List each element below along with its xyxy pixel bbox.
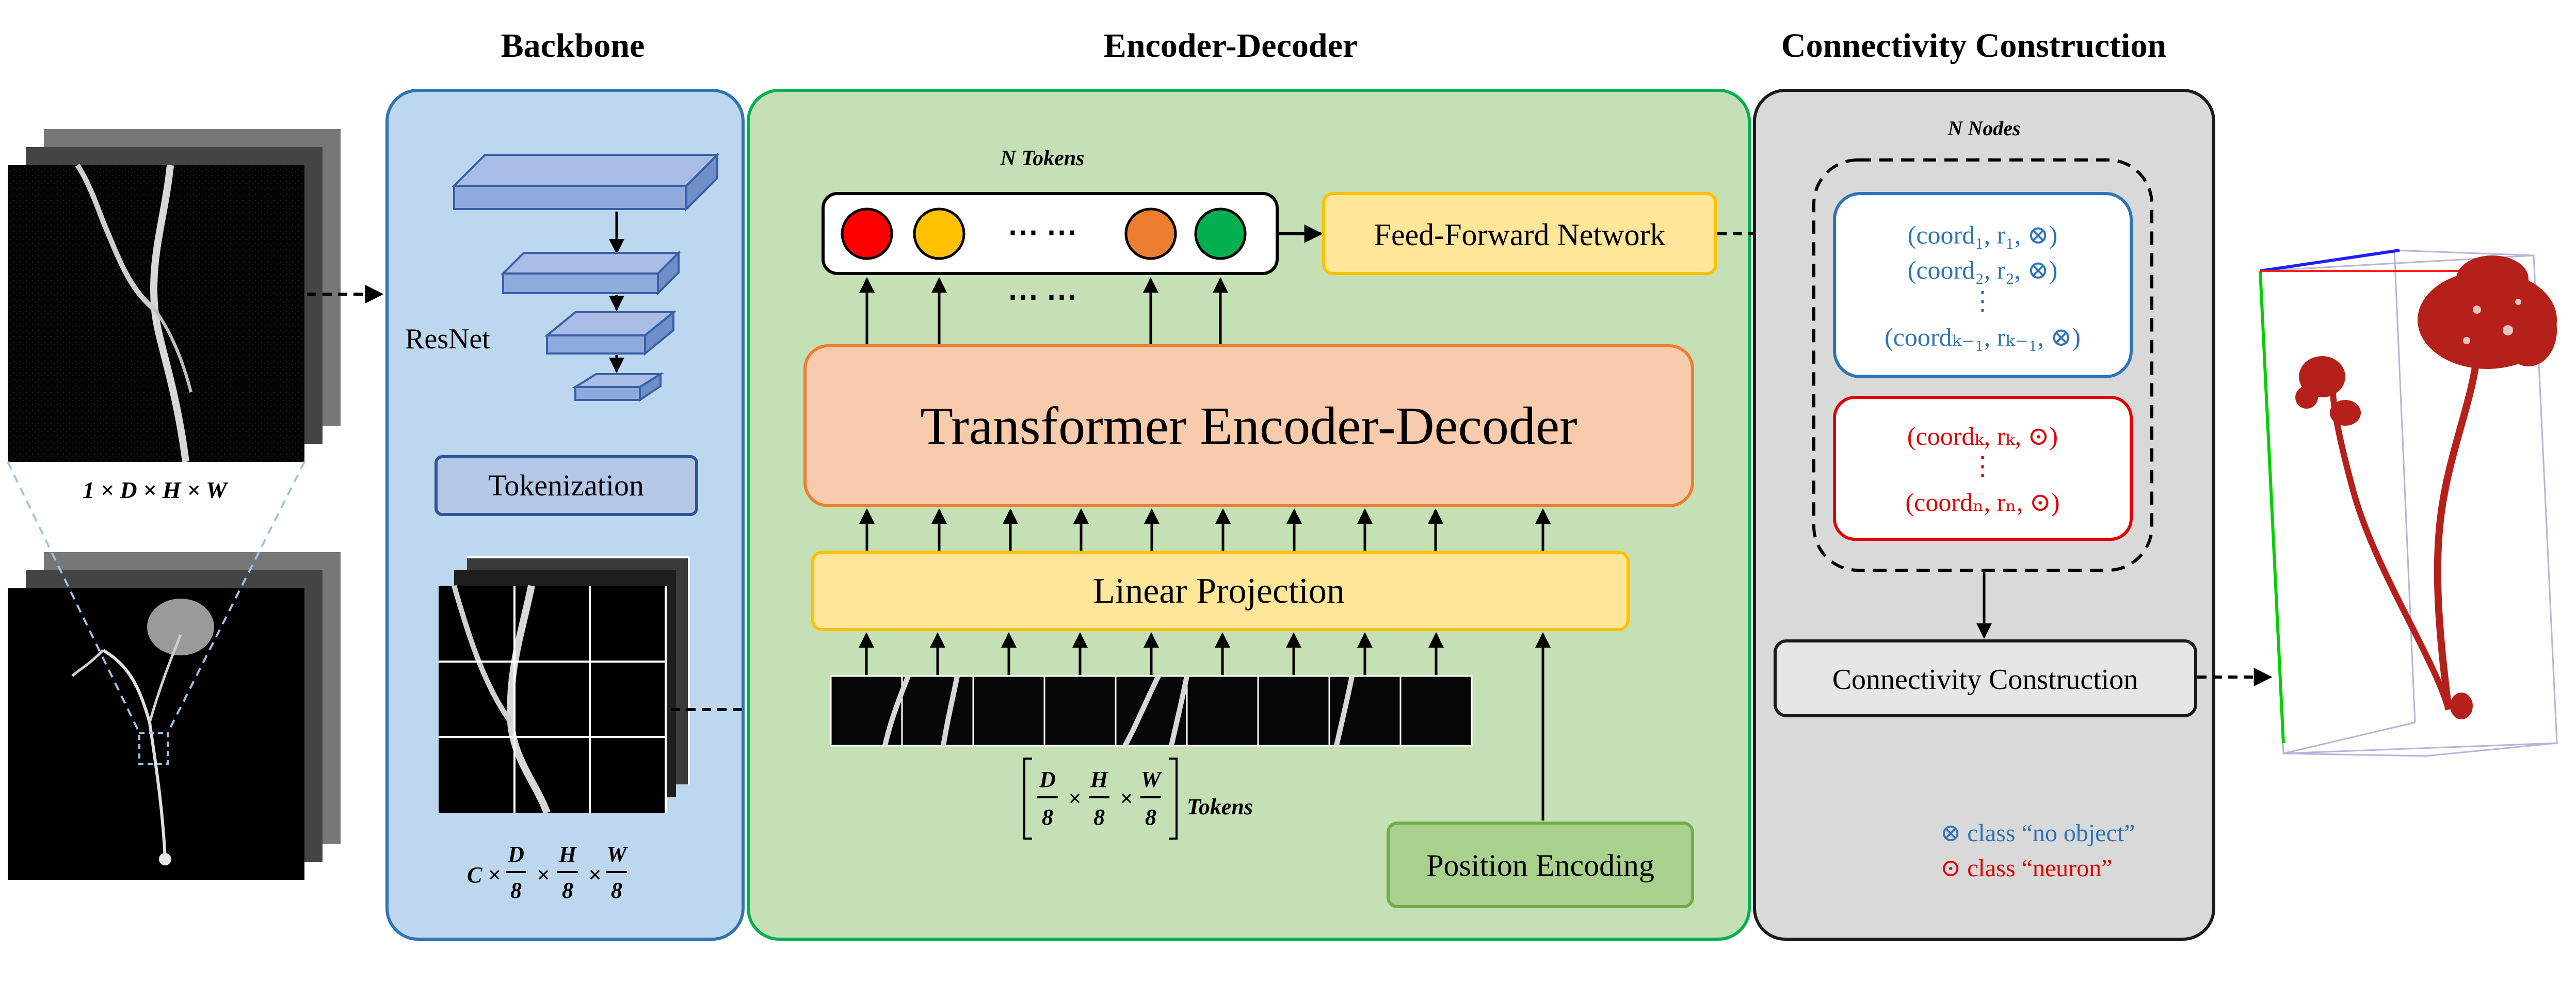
ffn-box (1322, 192, 1717, 275)
feat-h-num: H (558, 842, 577, 867)
token-circle-3 (1124, 207, 1177, 260)
tok-d-num: D (1039, 767, 1056, 792)
n-tokens-label: N Tokens (1000, 147, 1085, 170)
feat-d-den: 8 (510, 878, 522, 903)
nodes-group-box (1812, 158, 2153, 572)
token-tile-2 (901, 675, 974, 747)
transformer-output-dots: ⋯ ⋯ (1008, 280, 1077, 314)
legend-no-object: ⊗ class “no object” (1940, 819, 2135, 847)
tok-d-den: 8 (1042, 805, 1053, 830)
tok-w-den: 8 (1145, 805, 1156, 830)
tok-times-2: × (1120, 786, 1133, 811)
position-encoding-box (1387, 822, 1694, 908)
feat-c: C × (467, 862, 501, 888)
token-circle-4 (1194, 207, 1247, 260)
node-coord-2: (coord₂, r₂, ⊗) (1908, 255, 2058, 284)
input-volume-bottom (8, 552, 341, 880)
token-circle-1 (841, 207, 893, 260)
node-coord-n: (coordₙ, rₙ, ⊙) (1906, 488, 2060, 517)
ffn-label: Feed-Forward Network (1374, 218, 1666, 252)
feat-d-num: D (507, 842, 524, 867)
zoom-line-left (7, 461, 140, 733)
token-tile-1 (830, 675, 903, 747)
transformer-box (803, 344, 1694, 507)
node-coord-1: (coord₁, r₁, ⊗) (1908, 220, 2058, 249)
resnet-block-3 (544, 310, 677, 356)
resnet-label: ResNet (405, 323, 490, 355)
feature-dimension-label: C × D 8 × H 8 × W 8 (467, 842, 628, 903)
feat-w-num: W (606, 842, 628, 867)
tokens-to-linear-arrows (859, 632, 1444, 675)
transformer-label: Transformer Encoder-Decoder (920, 396, 1577, 456)
token-tile-stroke-1 (882, 675, 911, 747)
connectivity-box-label: Connectivity Construction (1832, 664, 2138, 696)
token-tile-stroke-6 (1169, 676, 1189, 747)
linear-projection-label: Linear Projection (1093, 571, 1345, 611)
title-backbone: Backbone (501, 27, 645, 65)
token-tile-7 (1257, 675, 1330, 747)
tokenization-label: Tokenization (488, 469, 644, 502)
linear-projection-box (811, 551, 1630, 631)
token-tile-3 (972, 675, 1045, 747)
resnet-block-4 (572, 372, 664, 402)
resnet-block-1 (452, 152, 720, 212)
token-strip (830, 674, 1473, 747)
token-tile-4 (1043, 675, 1117, 747)
token-tile-9 (1399, 675, 1473, 747)
title-connectivity: Connectivity Construction (1781, 27, 2166, 65)
feat-w-den: 8 (611, 878, 622, 903)
token-tile-stroke-2 (941, 676, 960, 746)
token-tile-stroke-5 (1122, 674, 1161, 747)
neuron-nodes-box (1833, 396, 2133, 541)
token-tile-stroke-8 (1334, 676, 1355, 747)
node-coord-red-dots: ⋮ (1970, 452, 1995, 480)
feature-map-grid (439, 556, 690, 814)
tok-times-1: × (1068, 786, 1081, 811)
tokenization-box (434, 455, 698, 516)
n-nodes-label: N Nodes (1947, 117, 2020, 140)
token-circles (841, 207, 1247, 260)
zoom-line-right (167, 461, 305, 733)
connectivity-box (1774, 639, 2197, 717)
token-tile-6 (1186, 675, 1259, 747)
axis-z (2260, 249, 2400, 272)
times-2: × (588, 862, 601, 888)
no-object-nodes-box (1833, 192, 2133, 378)
token-count-label: D 8 × H 8 × W 8 Tokens (1023, 758, 1253, 840)
node-coord-k: (coordₖ, rₖ, ⊙) (1907, 422, 2058, 451)
tokens-word: Tokens (1187, 794, 1253, 819)
axis-y (2259, 270, 2285, 744)
tok-h-den: 8 (1093, 805, 1105, 830)
feat-h-den: 8 (562, 878, 573, 903)
resnet-block-2 (501, 250, 681, 296)
times-1: × (537, 862, 550, 888)
token-circle-2 (913, 207, 965, 260)
transformer-output-arrows (859, 277, 1228, 345)
reconstruction-3d (2259, 249, 2558, 757)
input-volume-top (8, 129, 341, 462)
tok-h-num: H (1090, 767, 1109, 792)
node-coord-blue-dots: ⋮ (1970, 286, 1995, 315)
position-encoding-label: Position Encoding (1426, 848, 1654, 882)
input-dimension-label: 1 × D × H × W (83, 477, 229, 503)
linear-to-transformer-arrows (859, 508, 1551, 551)
title-encoder-decoder: Encoder-Decoder (1104, 27, 1358, 65)
tok-w-num: W (1140, 767, 1162, 792)
node-coord-k-minus-1: (coordₖ₋₁, rₖ₋₁, ⊗) (1885, 323, 2081, 351)
token-row-dots: ⋯ ⋯ (1008, 215, 1077, 249)
legend-neuron: ⊙ class “neuron” (1940, 855, 2112, 882)
